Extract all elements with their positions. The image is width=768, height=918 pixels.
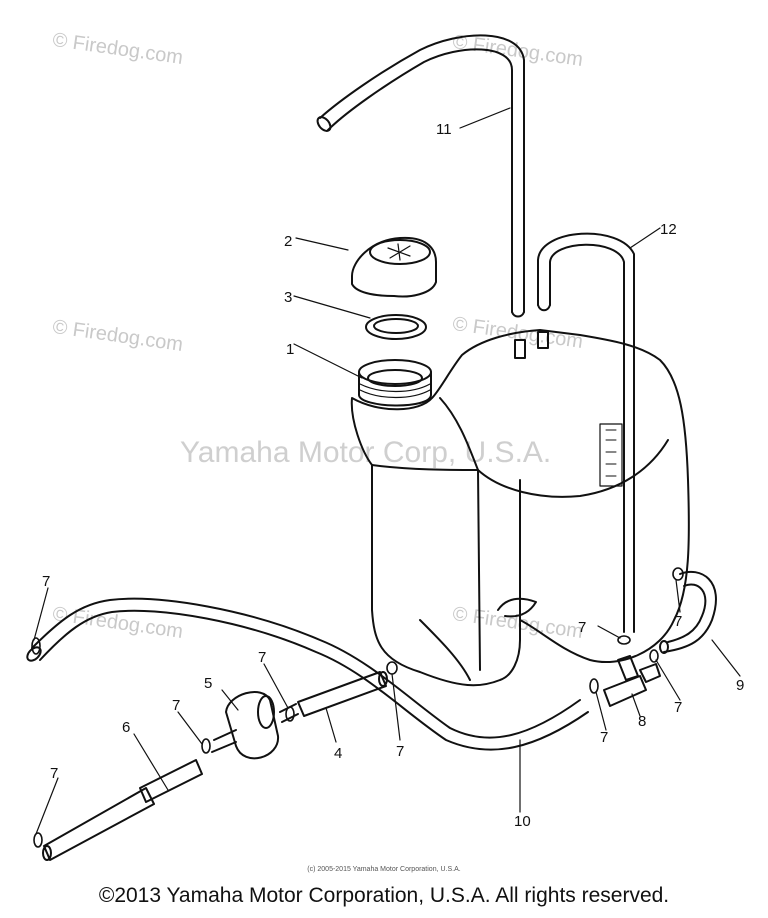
callout-7: 7 — [674, 613, 682, 630]
callout-labels: 1 2 3 4 5 6 7 7 7 7 7 7 7 7 7 8 9 10 11 … — [42, 121, 744, 830]
joint-8 — [603, 655, 661, 707]
callout-7: 7 — [674, 699, 682, 716]
hose-9 — [659, 570, 717, 654]
callout-7: 7 — [172, 697, 180, 714]
callout-12: 12 — [660, 221, 677, 238]
callout-7: 7 — [42, 573, 50, 590]
hose-4 — [297, 671, 388, 717]
callout-5: 5 — [204, 675, 212, 692]
hose-10 — [26, 597, 589, 751]
callout-3: 3 — [284, 289, 292, 306]
oil-tank — [350, 329, 690, 687]
callout-4: 4 — [334, 745, 342, 762]
hose-11 — [316, 34, 526, 359]
callout-1: 1 — [286, 341, 294, 358]
filter-5 — [211, 691, 299, 760]
callout-10: 10 — [514, 813, 531, 830]
callout-2: 2 — [284, 233, 292, 250]
leader-lines — [33, 107, 741, 835]
callout-7: 7 — [50, 765, 58, 782]
fine-print: (c) 2005-2015 Yamaha Motor Corporation, … — [307, 866, 461, 873]
callout-6: 6 — [122, 719, 130, 736]
tank-cap — [351, 236, 437, 298]
callout-7: 7 — [600, 729, 608, 746]
callout-8: 8 — [638, 713, 646, 730]
callout-9: 9 — [736, 677, 744, 694]
callout-7: 7 — [258, 649, 266, 666]
hose-12 — [537, 232, 635, 633]
gasket — [365, 314, 427, 340]
callout-7: 7 — [396, 743, 404, 760]
callout-7: 7 — [578, 619, 586, 636]
callout-11: 11 — [436, 121, 452, 138]
copyright-footer: ©2013 Yamaha Motor Corporation, U.S.A. A… — [98, 884, 670, 907]
filler-neck — [358, 359, 432, 407]
watermark-yamaha: Yamaha Motor Corp, U.S.A. — [180, 436, 552, 469]
hose-6 — [42, 759, 203, 861]
